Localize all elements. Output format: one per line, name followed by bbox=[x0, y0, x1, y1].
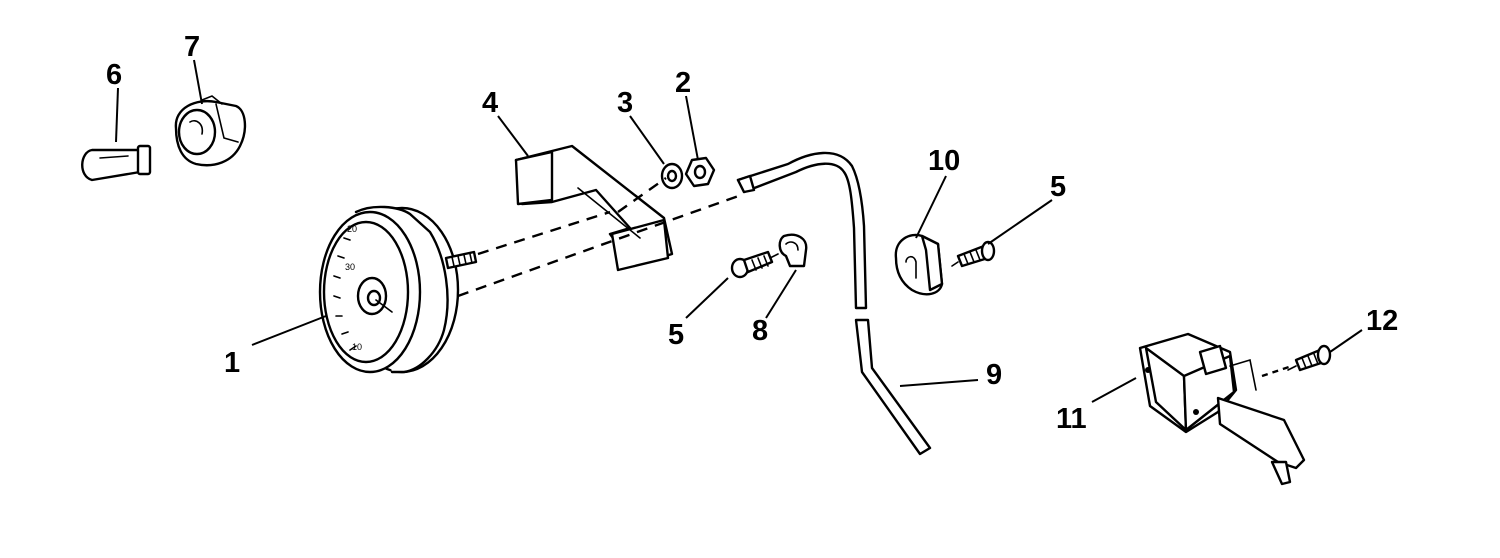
part-5-screw-center bbox=[730, 250, 779, 279]
assembly-line-12 bbox=[1261, 364, 1293, 378]
assembly-line-stud bbox=[477, 210, 611, 256]
gauge-dial-mark: 20 bbox=[347, 224, 357, 234]
assembly-line-fitting bbox=[617, 177, 667, 213]
callout-10: 10 bbox=[928, 145, 960, 177]
gauge-dial-mark: 30 bbox=[345, 262, 355, 272]
assembly-line-cable bbox=[457, 192, 745, 298]
part-5-screw-right bbox=[951, 240, 996, 268]
part-12-screw bbox=[1287, 344, 1332, 372]
part-7-socket bbox=[174, 95, 247, 167]
callout-4: 4 bbox=[482, 87, 498, 119]
callout-3: 3 bbox=[617, 87, 633, 119]
part-1-gauge: 20 30 10 bbox=[318, 205, 478, 374]
part-2-nut bbox=[684, 156, 716, 188]
part-3-lock-washer bbox=[660, 162, 684, 190]
callout-8: 8 bbox=[752, 315, 768, 347]
part-8-clamp bbox=[778, 233, 808, 268]
callout-1: 1 bbox=[224, 347, 240, 379]
callout-6: 6 bbox=[106, 59, 122, 91]
callout-2: 2 bbox=[675, 67, 691, 99]
part-11-switch bbox=[1138, 332, 1306, 486]
part-4-bracket bbox=[514, 144, 674, 272]
callout-7: 7 bbox=[184, 31, 200, 63]
gauge-dial-mark: 10 bbox=[352, 342, 362, 352]
callout-labels: 1 2 3 4 5 5 6 7 8 9 10 11 12 bbox=[106, 31, 1398, 435]
callout-12: 12 bbox=[1366, 305, 1398, 337]
leader-lines bbox=[115, 59, 1363, 403]
callout-9: 9 bbox=[986, 359, 1002, 391]
part-9-tube bbox=[736, 151, 932, 456]
callout-5-center: 5 bbox=[668, 319, 684, 351]
callout-11: 11 bbox=[1056, 403, 1087, 435]
part-6-bulb bbox=[81, 144, 152, 182]
callout-5-right: 5 bbox=[1050, 171, 1066, 203]
part-10-clip bbox=[894, 233, 944, 296]
